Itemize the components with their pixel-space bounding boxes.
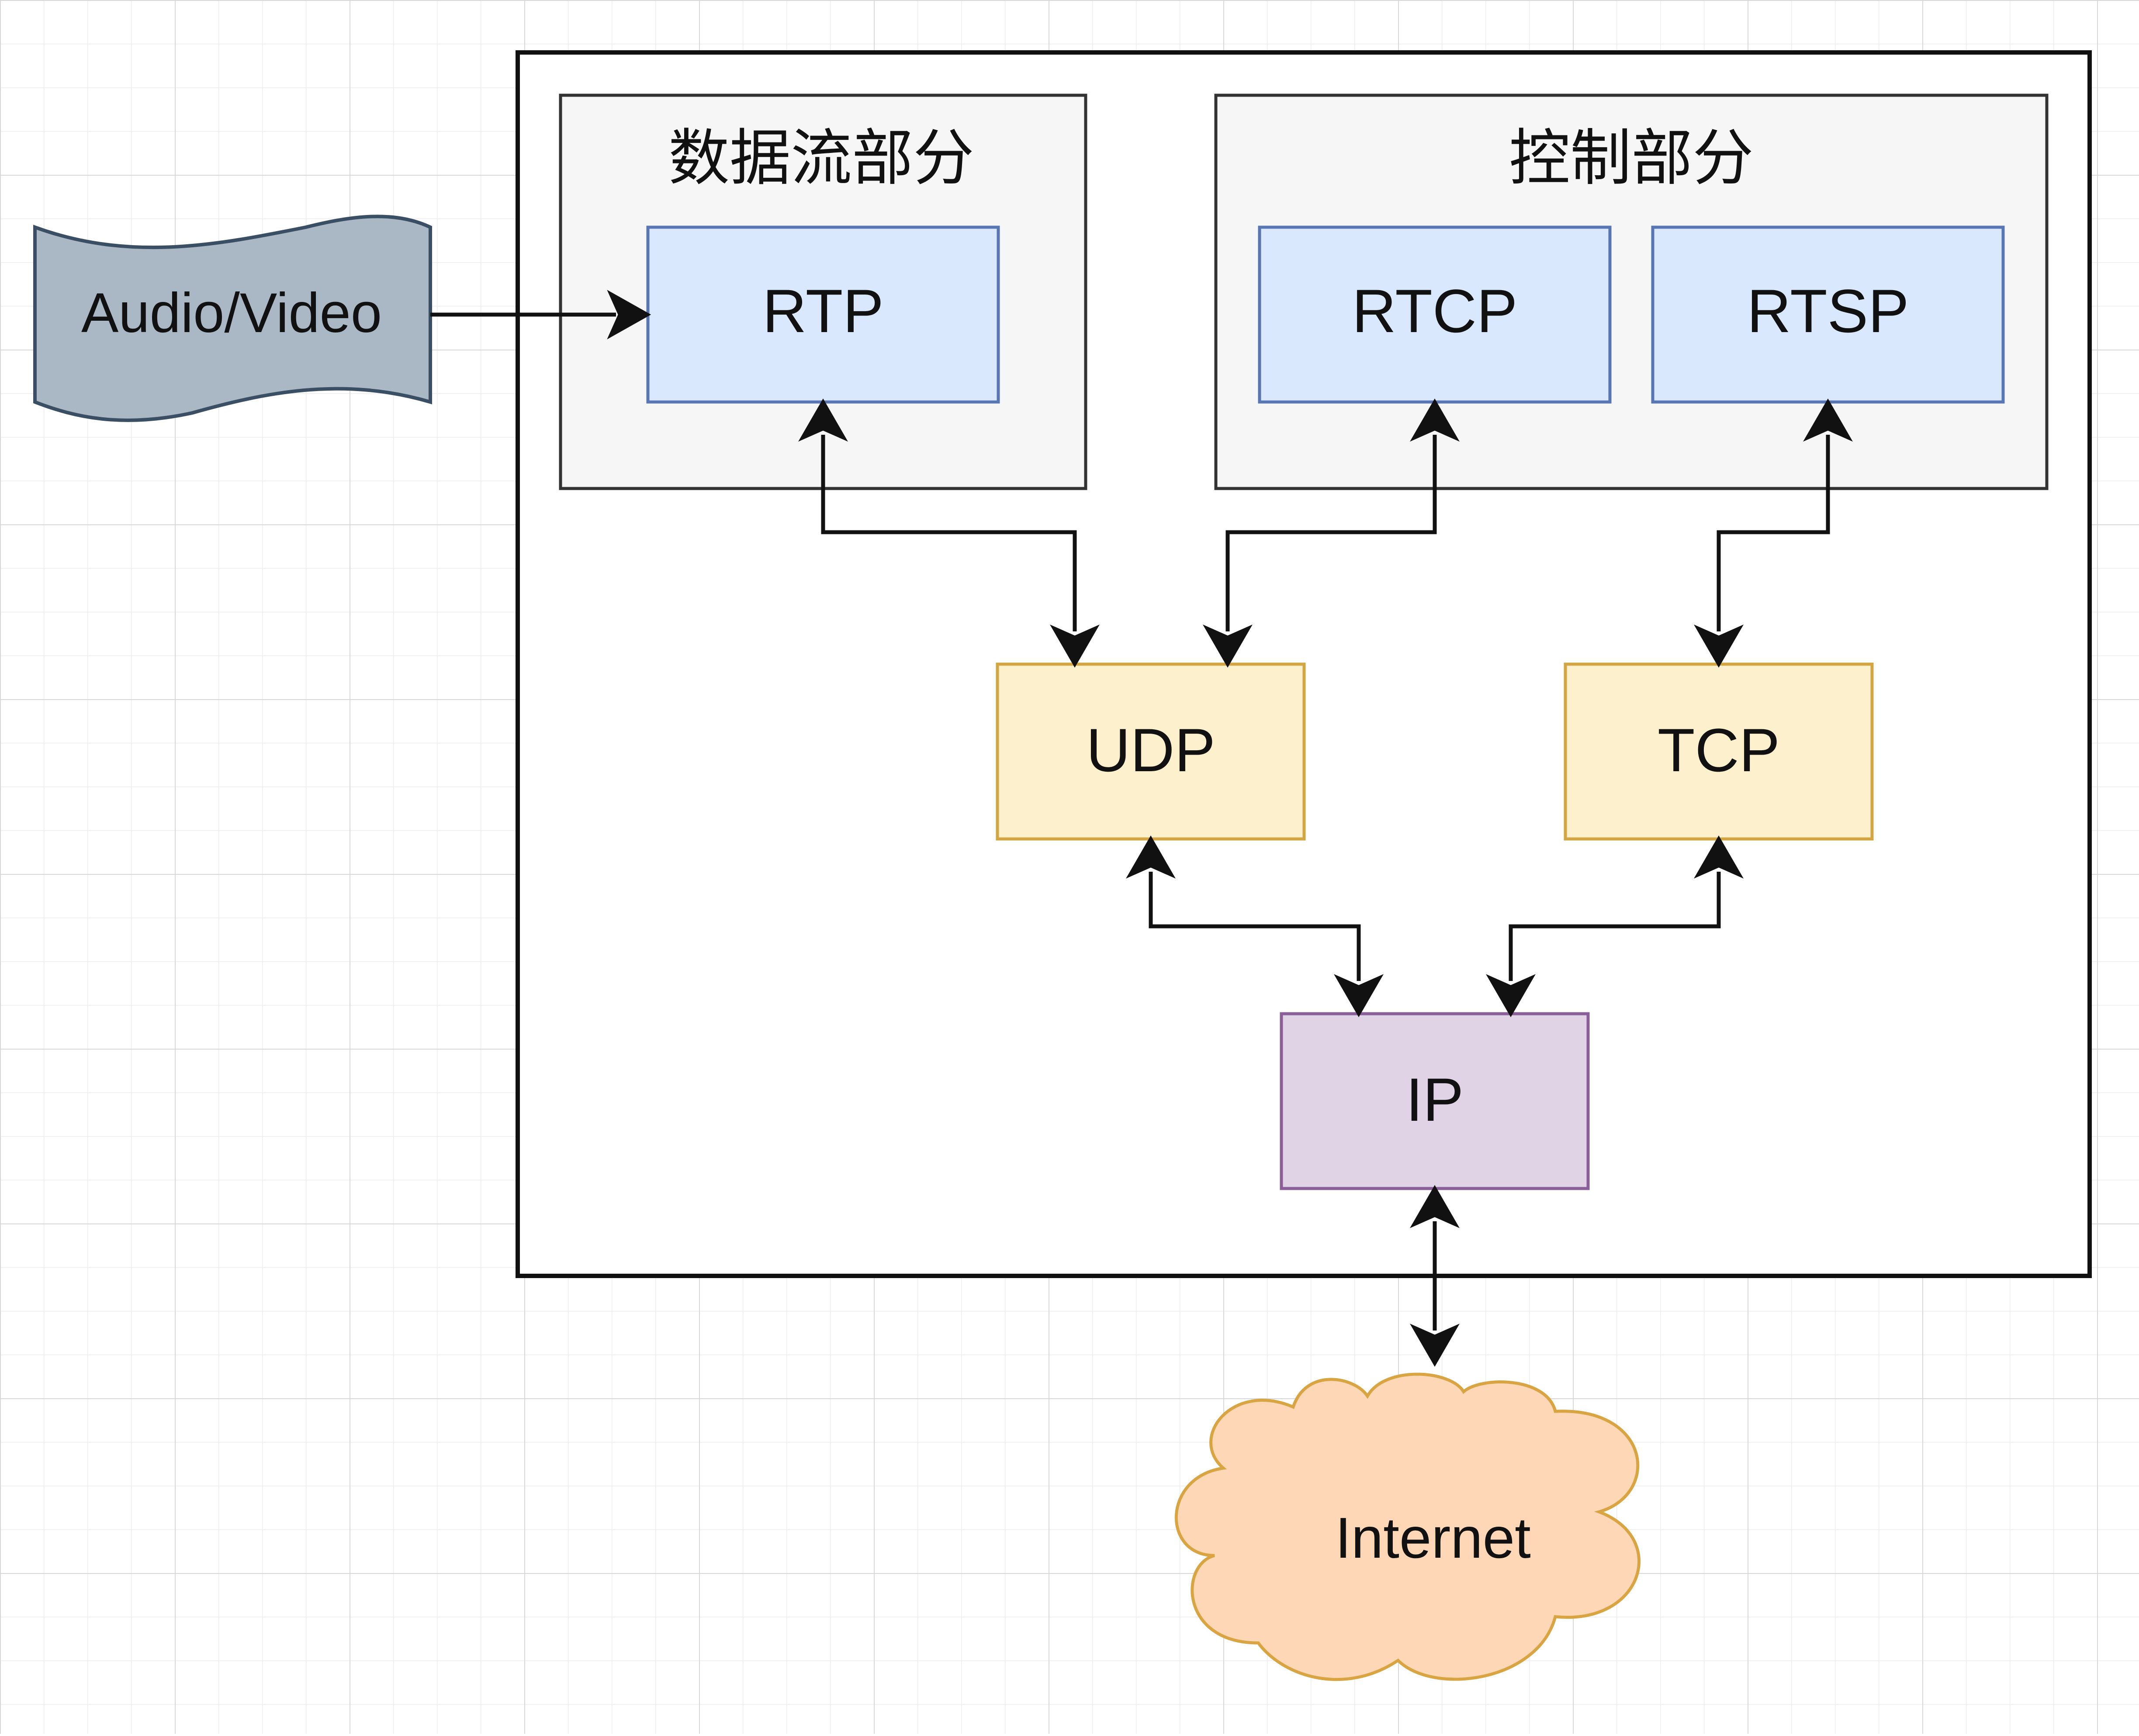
node-rtsp-box — [1651, 225, 2005, 404]
arrowhead-down-udp-right — [1202, 624, 1253, 668]
edge-rtp-to-udp — [821, 435, 1077, 631]
node-ip-label: IP — [1406, 1065, 1464, 1134]
arrowhead-down-ip-right — [1485, 974, 1536, 1018]
node-rtcp-label: RTCP — [1352, 277, 1518, 345]
node-rtcp: RTCP — [1258, 225, 1612, 404]
node-rtp: RTP — [646, 225, 1000, 404]
arrowhead-into-rtp — [607, 290, 651, 340]
arrowhead-up-ip — [1409, 1185, 1460, 1228]
internet-cloud-label: Internet — [1335, 1506, 1531, 1570]
node-rtcp-box — [1258, 225, 1612, 404]
arrowhead-down-ip-left — [1333, 974, 1384, 1018]
edge-rtsp-to-tcp — [1717, 435, 1830, 631]
internet-cloud-shape — [1175, 1372, 1641, 1681]
arrowhead-up-rtcp — [1409, 398, 1460, 442]
node-udp-label: UDP — [1086, 716, 1215, 784]
arrowhead-up-udp — [1125, 835, 1176, 879]
arrowheads — [607, 290, 1853, 1367]
edge-rtcp-to-udp — [1225, 435, 1437, 631]
node-rtp-label: RTP — [762, 277, 883, 345]
node-rtsp-label: RTSP — [1747, 277, 1909, 345]
connectors — [430, 312, 1830, 1331]
node-tcp-label: TCP — [1658, 716, 1780, 784]
node-ip: IP — [1280, 1012, 1590, 1190]
arrowhead-down-internet — [1409, 1324, 1460, 1367]
source-shape — [33, 215, 432, 422]
source-audio-video: Audio/Video — [33, 215, 432, 422]
arrowhead-up-rtsp — [1803, 398, 1853, 442]
node-udp: UDP — [996, 662, 1306, 841]
edge-udp-to-ip — [1149, 872, 1361, 981]
node-rtsp: RTSP — [1651, 225, 2005, 404]
arrowhead-up-rtp — [798, 398, 848, 442]
source-label: Audio/Video — [81, 282, 382, 344]
group-data-stream-title: 数据流部分 — [668, 123, 974, 194]
arrowhead-down-tcp — [1693, 624, 1744, 668]
internet-cloud: Internet — [1175, 1372, 1641, 1681]
arrowhead-down-udp-left — [1049, 624, 1100, 668]
node-udp-box — [996, 662, 1306, 841]
group-control-title: 控制部分 — [1509, 123, 1754, 194]
arrowhead-up-tcp — [1693, 835, 1744, 879]
edge-tcp-to-ip — [1509, 872, 1721, 981]
node-tcp: TCP — [1564, 662, 1874, 841]
